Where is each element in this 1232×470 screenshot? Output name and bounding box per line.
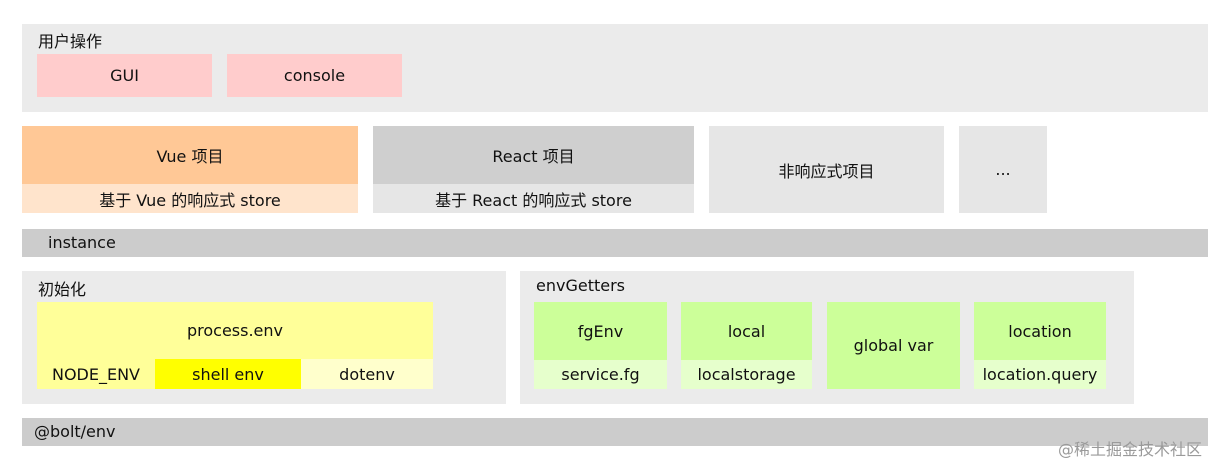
more-projects-box: ... [959,126,1047,213]
instance-label: instance [48,233,116,252]
react-store-box: 基于 React 的响应式 store [373,184,694,213]
non-reactive-project-box: 非响应式项目 [709,126,944,213]
gui-box: GUI [37,54,212,97]
node-env-box: NODE_ENV [37,359,155,389]
location-box: location [974,302,1106,360]
user-operations-panel: 用户操作 GUI console [22,24,1208,112]
env-getters-title: envGetters [536,276,625,295]
fg-env-box: fgEnv [534,302,667,360]
dotenv-box: dotenv [301,359,433,389]
local-box: local [681,302,812,360]
bolt-env-label: @bolt/env [34,422,116,441]
vue-store-box: 基于 Vue 的响应式 store [22,184,358,213]
user-operations-title: 用户操作 [38,32,103,51]
location-query-box: location.query [974,360,1106,389]
instance-bar: instance [22,229,1208,257]
service-fg-box: service.fg [534,360,667,389]
console-box: console [227,54,402,97]
shell-env-box: shell env [155,359,301,389]
init-panel: 初始化 process.env NODE_ENV shell env doten… [22,271,506,404]
react-project-box: React 项目 [373,126,694,184]
localstorage-box: localstorage [681,360,812,389]
bolt-env-bar: @bolt/env [22,418,1208,446]
watermark-text: @稀土掘金技术社区 [1058,440,1203,459]
process-env-box: process.env [37,302,433,359]
env-getters-panel: envGetters fgEnv service.fg local locals… [520,271,1134,404]
init-title: 初始化 [38,280,87,299]
vue-project-box: Vue 项目 [22,126,358,184]
global-var-box: global var [827,302,960,389]
